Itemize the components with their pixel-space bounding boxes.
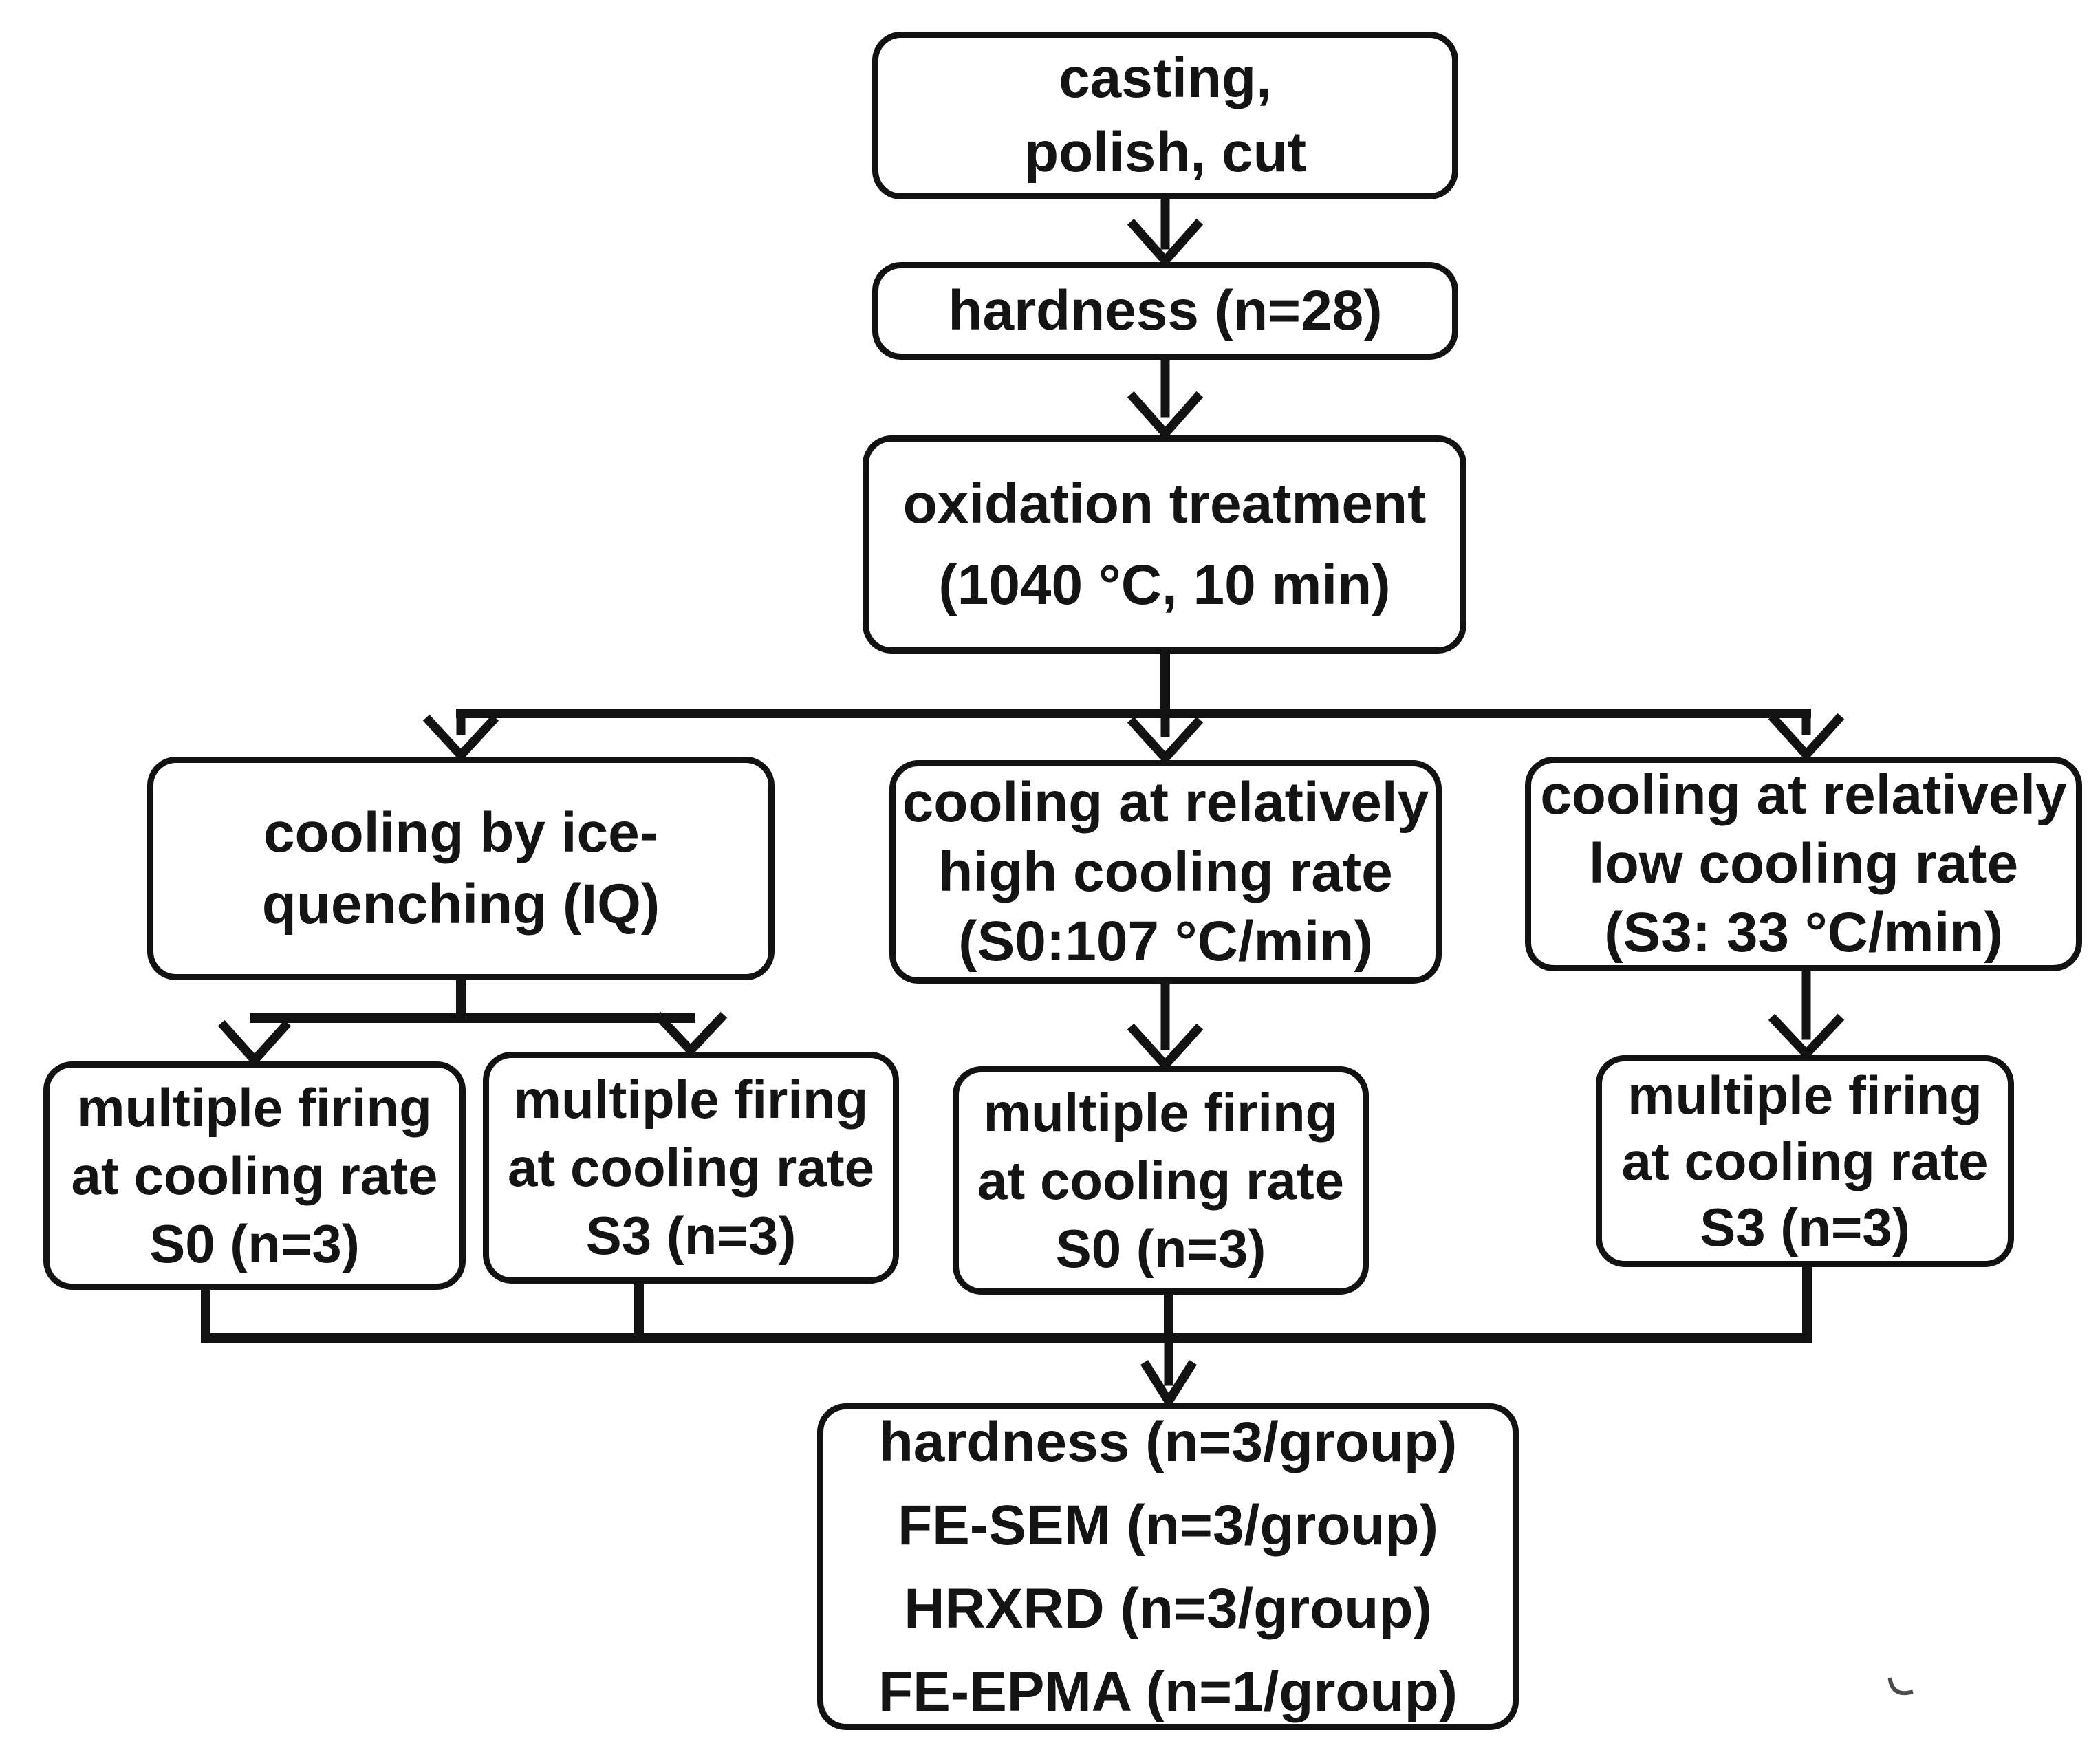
- node-line: high cooling rate: [938, 841, 1393, 903]
- node-line: quenching (IQ): [261, 872, 660, 936]
- arrow-hardness-to-oxidation: [1127, 354, 1204, 440]
- arrowhead-branch-left: [422, 709, 499, 762]
- node-line: S0 (n=3): [1055, 1218, 1266, 1279]
- arrow-low-to-firing: [1768, 965, 1845, 1061]
- node-line: S3 (n=3): [585, 1205, 797, 1266]
- merge-bar: [201, 1261, 1812, 1343]
- node-line: multiple firing: [77, 1077, 432, 1138]
- node-line: casting,: [1059, 47, 1272, 109]
- node-oxidation-treatment: oxidation treatment (1040 °C, 10 min): [863, 435, 1466, 654]
- node-analyses: hardness (n=3/group) FE-SEM (n=3/group) …: [817, 1403, 1519, 1730]
- node-line: (S0:107 °C/min): [958, 910, 1373, 973]
- arrow-merge-to-analyses: [1140, 1333, 1197, 1410]
- node-line: cooling at relatively: [1540, 764, 2067, 826]
- node-firing-iq-s3: multiple firing at cooling rate S3 (n=3): [483, 1052, 899, 1284]
- node-line: multiple firing: [1627, 1065, 1982, 1125]
- arrowhead-iq-right: [653, 1011, 728, 1057]
- branch-bar-oxidation: [456, 647, 1811, 718]
- node-line: polish, cut: [1024, 121, 1306, 184]
- node-line: hardness (n=3/group): [878, 1410, 1458, 1473]
- node-line: (S3: 33 °C/min): [1604, 901, 2003, 964]
- node-line: cooling at relatively: [902, 771, 1429, 834]
- node-line: multiple firing: [983, 1081, 1339, 1143]
- arrowhead-branch-right: [1768, 709, 1845, 762]
- node-line: (1040 °C, 10 min): [938, 553, 1391, 616]
- split-bar-iq: [250, 974, 695, 1023]
- arrow-high-to-firing: [1127, 977, 1204, 1072]
- node-line: FE-SEM (n=3/group): [898, 1493, 1438, 1557]
- node-line: oxidation treatment: [902, 472, 1427, 535]
- arrowhead-iq-left: [217, 1019, 292, 1067]
- node-hardness-initial: hardness (n=28): [872, 262, 1458, 360]
- node-line: at cooling rate: [977, 1149, 1345, 1211]
- node-line: HRXRD (n=3/group): [904, 1577, 1432, 1640]
- node-line: multiple firing: [513, 1069, 869, 1130]
- node-cooling-high-rate: cooling at relatively high cooling rate …: [889, 760, 1442, 984]
- node-line: S0 (n=3): [149, 1213, 360, 1274]
- node-firing-iq-s0: multiple firing at cooling rate S0 (n=3): [43, 1061, 466, 1290]
- arrow-casting-to-hardness: [1127, 193, 1204, 268]
- node-line: cooling by ice-: [263, 801, 659, 864]
- node-casting: casting, polish, cut: [872, 32, 1458, 199]
- node-firing-high-s0: multiple firing at cooling rate S0 (n=3): [953, 1066, 1369, 1295]
- node-line: hardness (n=28): [948, 279, 1383, 342]
- scan-speck-bottom: [1887, 1677, 1914, 1696]
- node-line: at cooling rate: [507, 1137, 875, 1198]
- node-line: low cooling rate: [1588, 832, 2019, 895]
- node-line: S3 (n=3): [1700, 1197, 1910, 1257]
- node-line: at cooling rate: [1621, 1131, 1989, 1191]
- node-line: at cooling rate: [71, 1145, 438, 1206]
- node-cooling-ice-quench: cooling by ice- quenching (IQ): [147, 757, 775, 980]
- node-cooling-low-rate: cooling at relatively low cooling rate (…: [1525, 757, 2082, 971]
- node-line: FE-EPMA (n=1/group): [878, 1660, 1458, 1723]
- node-firing-low-s3: multiple firing at cooling rate S3 (n=3): [1596, 1055, 2014, 1267]
- arrowhead-branch-middle: [1127, 709, 1204, 765]
